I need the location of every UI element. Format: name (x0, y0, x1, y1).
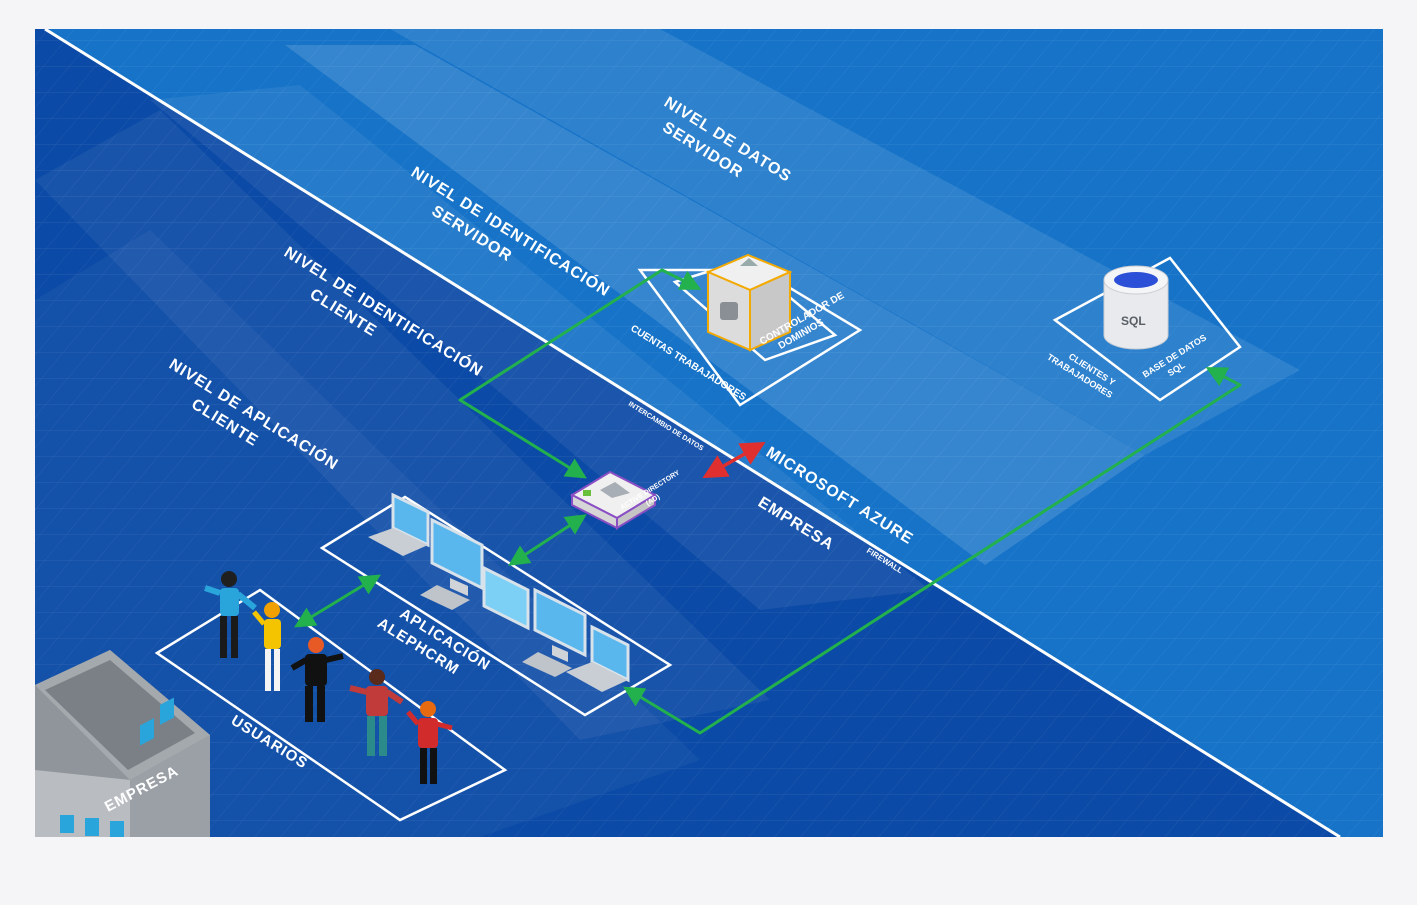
link-app-ad (508, 514, 587, 566)
database-icon: SQL (1103, 265, 1169, 350)
link-ad-domain-controller (458, 268, 702, 479)
users-node: USUARIOS (154, 571, 508, 822)
user-person-icon-2 (252, 602, 281, 691)
link-users-app (294, 574, 381, 628)
laptop-icon (368, 492, 430, 556)
desktop-monitor-icon (420, 517, 484, 610)
user-person-icon (204, 571, 257, 658)
company-building: EMPRESA (35, 650, 210, 837)
band-app-client (35, 110, 770, 740)
desktop-monitor-icon-2 (522, 587, 587, 677)
link-app-sql (623, 367, 1242, 735)
user-person-icon-5 (406, 701, 453, 784)
band-users (35, 230, 700, 837)
server-cube-icon (705, 253, 793, 352)
user-person-icon-4 (349, 669, 404, 756)
band-data-tier (390, 29, 1300, 455)
tablet-panel-icon (482, 565, 530, 631)
sql-icon-label: SQL (1121, 314, 1146, 328)
user-person-icon-3 (290, 637, 344, 722)
